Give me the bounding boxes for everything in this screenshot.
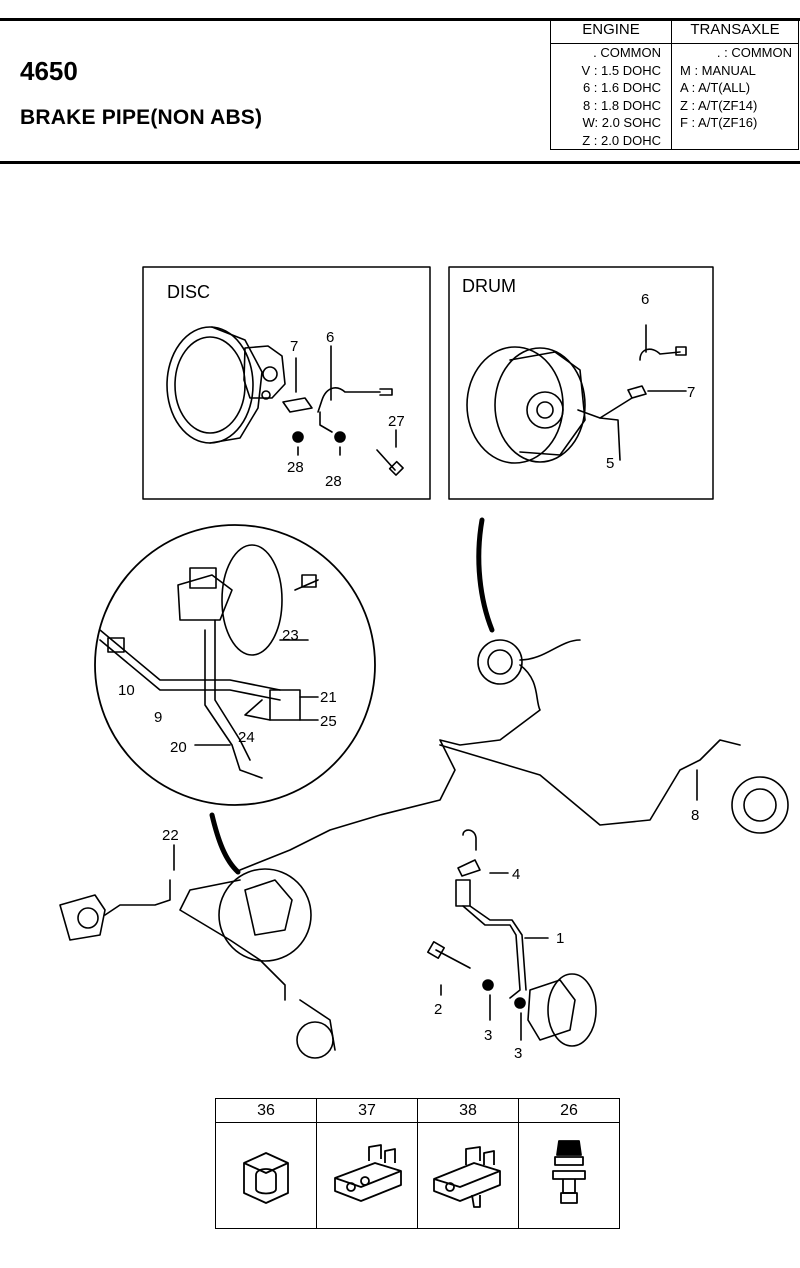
transaxle-option: M : MANUAL bbox=[680, 62, 756, 78]
transaxle-options: . : COMMON M : MANUAL A : A/T(ALL) Z : A… bbox=[671, 43, 799, 150]
callout-disc-28a: 28 bbox=[287, 459, 304, 476]
main-pipe-layout bbox=[59, 639, 789, 1059]
disc-inset bbox=[142, 266, 431, 500]
callout-23: 23 bbox=[282, 627, 299, 644]
clip-number: 38 bbox=[417, 1098, 519, 1123]
clip-26-illustration bbox=[518, 1122, 620, 1229]
engine-option: 8 : 1.8 DOHC bbox=[582, 97, 661, 113]
master-cylinder-inset bbox=[94, 524, 376, 806]
callout-21: 21 bbox=[320, 689, 337, 706]
drum-inset bbox=[448, 266, 714, 500]
callout-2: 2 bbox=[434, 1001, 442, 1018]
callout-3b: 3 bbox=[514, 1045, 522, 1062]
engine-option: W: 2.0 SOHC bbox=[582, 115, 661, 130]
front-caliper-assembly bbox=[427, 829, 597, 1047]
callout-4: 4 bbox=[512, 866, 520, 883]
transaxle-option: Z : A/T(ZF14) bbox=[680, 97, 758, 113]
transaxle-option: A : A/T(ALL) bbox=[680, 80, 751, 95]
clip-parts-table: 36 37 38 26 bbox=[215, 1098, 620, 1229]
callout-disc-27: 27 bbox=[388, 413, 405, 430]
callout-10: 10 bbox=[118, 682, 135, 699]
callout-drum-6: 6 bbox=[641, 291, 649, 308]
callout-3a: 3 bbox=[484, 1027, 492, 1044]
engine-transaxle-table: ENGINE TRANSAXLE . COMMON V : 1.5 DOHC 6… bbox=[550, 20, 799, 150]
callout-25: 25 bbox=[320, 713, 337, 730]
callout-9: 9 bbox=[154, 709, 162, 726]
callout-24: 24 bbox=[238, 729, 255, 746]
callout-disc-28b: 28 bbox=[325, 473, 342, 490]
callout-drum-5: 5 bbox=[606, 455, 614, 472]
engine-option: 6 : 1.6 DOHC bbox=[582, 80, 661, 95]
engine-options: . COMMON V : 1.5 DOHC 6 : 1.6 DOHC 8 : 1… bbox=[550, 43, 672, 150]
group-code: 4650 bbox=[20, 56, 78, 86]
transaxle-option: F : A/T(ZF16) bbox=[680, 115, 758, 130]
engine-option: . COMMON bbox=[593, 45, 661, 60]
callout-drum-7: 7 bbox=[687, 384, 695, 401]
clip-37-illustration bbox=[316, 1122, 418, 1229]
header: 4650 BRAKE PIPE(NON ABS) ENGINE TRANSAXL… bbox=[0, 0, 800, 165]
clip-number: 36 bbox=[215, 1098, 317, 1123]
drum-title: DRUM bbox=[462, 276, 516, 296]
clip-38-illustration bbox=[417, 1122, 519, 1229]
engine-option: Z : 2.0 DOHC bbox=[582, 132, 661, 148]
engine-option: V : 1.5 DOHC bbox=[581, 62, 661, 78]
page-title: BRAKE PIPE(NON ABS) bbox=[20, 106, 263, 129]
clip-36-illustration bbox=[215, 1122, 317, 1229]
callout-8: 8 bbox=[691, 807, 699, 824]
header-top-rule bbox=[0, 18, 800, 21]
callout-disc-7: 7 bbox=[290, 338, 298, 355]
transaxle-header: TRANSAXLE bbox=[671, 20, 799, 44]
clip-number: 37 bbox=[316, 1098, 418, 1123]
callout-20: 20 bbox=[170, 739, 187, 756]
disc-title: DISC bbox=[167, 282, 210, 302]
callout-22: 22 bbox=[162, 827, 179, 844]
engine-header: ENGINE bbox=[550, 20, 672, 44]
clip-number: 26 bbox=[518, 1098, 620, 1123]
callout-disc-6: 6 bbox=[326, 329, 334, 346]
header-bottom-rule bbox=[0, 161, 800, 164]
transaxle-option: . : COMMON bbox=[716, 45, 792, 60]
brake-pipe-diagram: DISC 7 6 27 28 28 DRUM 6 7 5 23 21 25 10… bbox=[59, 266, 789, 1062]
callout-1: 1 bbox=[556, 930, 564, 947]
diagram-labels: DISC 7 6 27 28 28 DRUM 6 7 5 23 21 25 10… bbox=[118, 276, 699, 1062]
